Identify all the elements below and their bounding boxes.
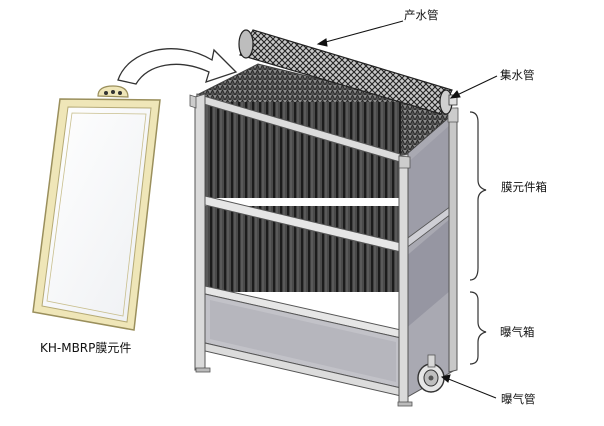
aeration-wheel-icon bbox=[417, 354, 445, 393]
membrane-module bbox=[189, 63, 459, 407]
curved-arrow bbox=[117, 48, 238, 85]
leader-lines bbox=[316, 20, 498, 399]
label-collector-pipe: 集水管 bbox=[500, 68, 535, 82]
label-aeration-pipe: 曝气管 bbox=[501, 392, 536, 406]
element-caption: KH-MBRP膜元件 bbox=[40, 341, 132, 355]
label-membrane-box: 膜元件箱 bbox=[501, 180, 547, 194]
label-aeration-box: 曝气箱 bbox=[500, 325, 535, 339]
membrane-element bbox=[32, 85, 161, 331]
label-permeate-pipe: 产水管 bbox=[404, 8, 439, 22]
braces bbox=[469, 111, 487, 365]
permeate-coil-icon bbox=[238, 29, 458, 115]
